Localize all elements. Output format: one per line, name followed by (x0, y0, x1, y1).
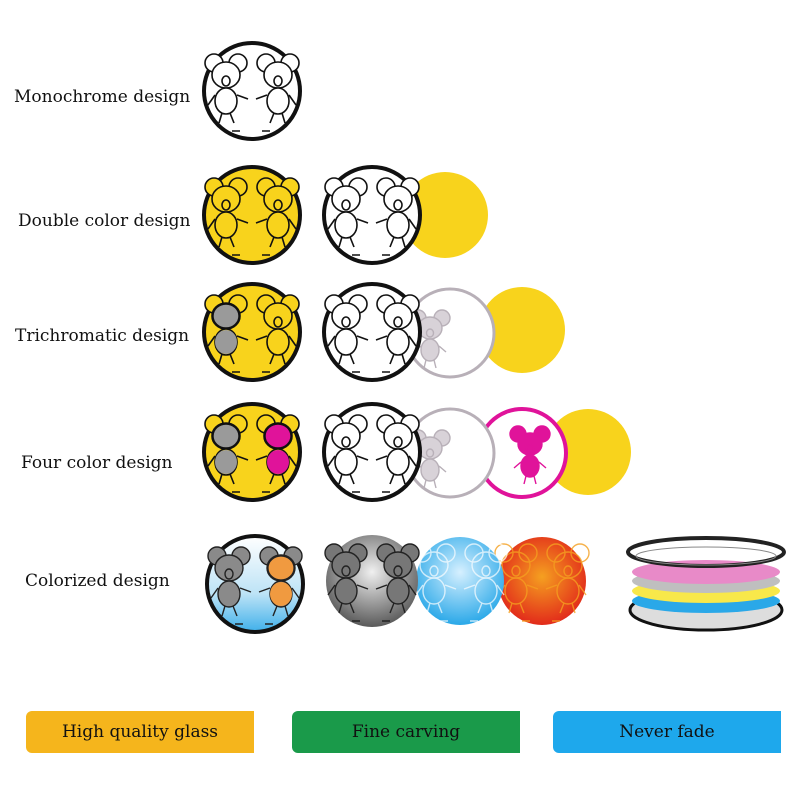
feature-badge-never-fade: Never fade (553, 711, 781, 753)
feature-badge-carving: Fine carving (292, 711, 520, 753)
row-label-double-color: Double color design (18, 211, 191, 231)
yellow-layer-disc (545, 409, 631, 495)
feature-label-never-fade: Never fade (619, 722, 715, 742)
feature-badge-glass: High quality glass (26, 711, 254, 753)
trichromatic-layers (322, 282, 565, 382)
trichromatic-composite-lens (202, 282, 302, 382)
feature-label-carving: Fine carving (351, 722, 461, 742)
double-color-composite-lens (202, 165, 302, 265)
yellow-layer-disc (402, 172, 488, 258)
feature-label-glass: High quality glass (61, 722, 219, 742)
row-label-trichromatic: Trichromatic design (15, 326, 190, 346)
red-layer-disc (498, 537, 586, 625)
blue-layer-disc (416, 537, 504, 625)
four-color-layers (322, 402, 631, 502)
lens-layer-stack-icon (626, 536, 786, 632)
row-label-colorized: Colorized design (25, 571, 170, 591)
row-label-four-color: Four color design (21, 453, 173, 473)
row-label-monochrome: Monochrome design (14, 87, 191, 107)
colorized-layers (324, 535, 590, 627)
four-color-composite-lens (202, 402, 302, 502)
colorized-composite-lens (205, 534, 305, 634)
monochrome-lens (202, 41, 302, 141)
double-color-layers (322, 165, 488, 265)
yellow-layer-disc (479, 287, 565, 373)
